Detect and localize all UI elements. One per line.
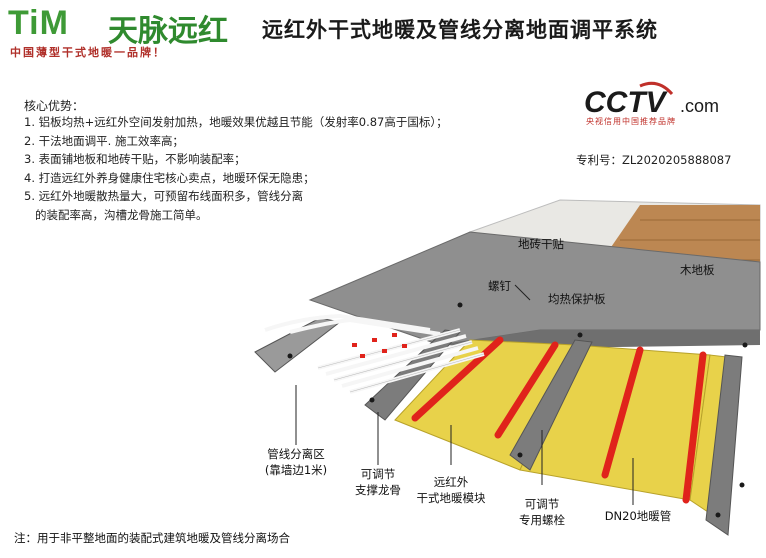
heating-pipe: [601, 346, 644, 479]
pipe-label: DN20地暖管: [604, 509, 672, 523]
bolt-label: 可调节 专用螺栓: [492, 496, 592, 528]
cctv-mark: CCTV: [584, 86, 669, 119]
advantage-item: 5. 远红外地暖散热量大，可预留布线面积多，管线分离: [24, 189, 304, 203]
module-line-2: 干式地暖模块: [416, 491, 486, 505]
cctv-swoosh-icon: [639, 81, 674, 96]
module-line-1: 远红外: [433, 475, 469, 489]
conduit-red-clips: [352, 333, 407, 358]
patent-number: 专利号：ZL2020205888087: [576, 153, 732, 167]
pipe-zone-line-1: 管线分离区: [267, 447, 325, 461]
brand-logo: TiM 天脉远红 中国薄型干式地暖一品牌！: [8, 4, 248, 60]
leader-lines: [295, 284, 634, 505]
advantage-item: 3. 表面铺地板和地砖干贴，不影响装配率；: [24, 152, 246, 166]
support-keel: [509, 339, 593, 471]
protect-board-label: 均热保护板: [548, 292, 606, 306]
tile-label: 地砖干贴: [518, 237, 564, 251]
screw-label: 螺钉: [488, 279, 511, 293]
cctv-logo: CCTV .com: [584, 81, 719, 119]
pipe-zone-line-2: (靠墙边1米): [264, 463, 328, 477]
cctv-suffix: .com: [680, 96, 719, 116]
logo-chinese: 天脉远红: [108, 14, 228, 49]
heating-pipe: [682, 351, 707, 504]
keel-line-2: 支撑龙骨: [355, 483, 401, 497]
advantage-item: 2. 干法地面调平. 施工效率高；: [24, 133, 184, 148]
bolt-line-1: 可调节: [524, 497, 560, 511]
heating-pipe: [494, 341, 559, 439]
heating-pipe: [411, 336, 504, 422]
keel-line-1: 可调节: [360, 467, 396, 481]
pipe-zone-label: 管线分离区 (靠墙边1米): [236, 446, 356, 478]
page-title: 远红外干式地暖及管线分离地面调平系统: [262, 18, 658, 42]
advantage-item: 的装配率高，沟槽龙骨施工简单。: [24, 207, 208, 222]
screws: [287, 302, 748, 518]
footnote: 注：用于非平整地面的装配式建筑地暖及管线分离场合: [14, 531, 290, 545]
advantage-item: 1. 铝板均热+远红外空间发射加热，地暖效果优越且节能（发射率0.87高于国标）…: [24, 115, 448, 129]
cctv-tagline: 央视信用中国推荐品牌: [586, 117, 676, 126]
logo-latin: TiM: [8, 4, 69, 42]
bolt-line-2: 专用螺栓: [519, 513, 565, 527]
wood-label: 木地板: [680, 263, 715, 277]
keel-label: 可调节 支撑龙骨: [328, 466, 428, 498]
module-label: 远红外 干式地暖模块: [398, 474, 504, 506]
advantage-item: 4. 打造远红外养身健康住宅核心卖点，地暖环保无隐患；: [24, 170, 315, 185]
support-keel: [705, 354, 743, 536]
advantages-list: 1. 铝板均热+远红外空间发射加热，地暖效果优越且节能（发射率0.87高于国标）…: [24, 113, 448, 224]
brand-slogan: 中国薄型干式地暖一品牌！: [10, 46, 166, 59]
advantages-heading: 核心优势：: [24, 99, 85, 113]
